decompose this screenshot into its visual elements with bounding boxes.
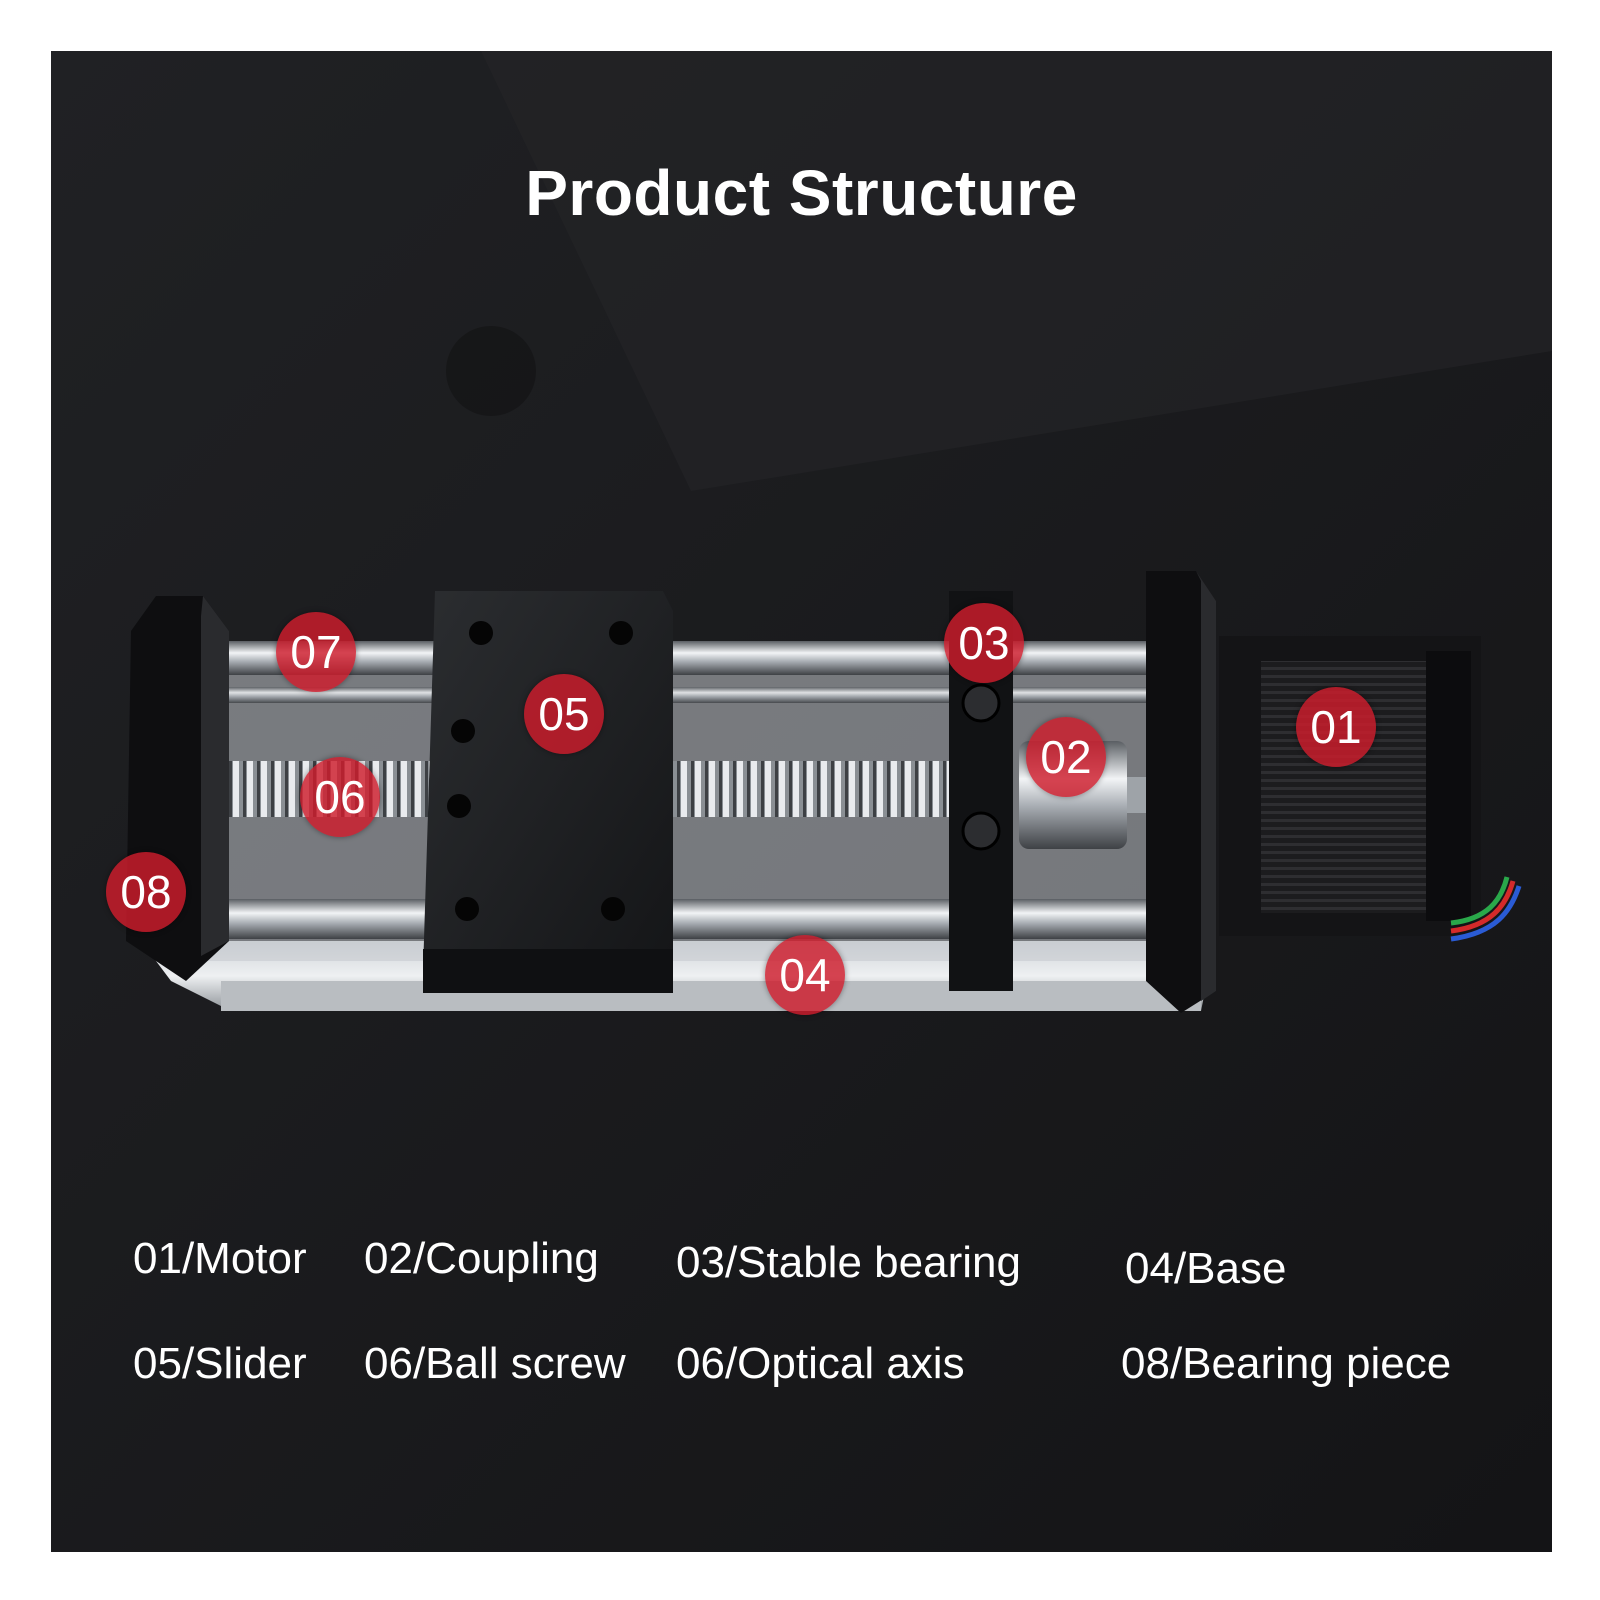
ball-screw-right (663, 761, 963, 817)
product-panel: Product Structure 01 02 03 04 05 06 07 0… (51, 51, 1552, 1552)
slider-base (423, 949, 673, 993)
callout-03-badge: 03 (944, 603, 1024, 683)
slider-hole (609, 621, 633, 645)
legend-item-base: 04/Base (1125, 1244, 1287, 1293)
background-hole (446, 326, 536, 416)
motor-wire-green (1450, 876, 1510, 926)
legend-item-slider: 05/Slider (133, 1339, 307, 1388)
left-end-plate-side (201, 596, 229, 956)
motor-end-cap (1426, 651, 1471, 921)
callout-04-badge: 04 (765, 935, 845, 1015)
legend-item-motor: 01/Motor (133, 1234, 307, 1283)
bearing-screw (961, 683, 1001, 723)
slider-hole (469, 621, 493, 645)
callout-06-badge: 06 (300, 757, 380, 837)
legend-item-optical-axis: 06/Optical axis (676, 1339, 965, 1388)
optical-axis-upper-back (191, 687, 1161, 703)
callout-05-badge: 05 (524, 674, 604, 754)
callout-08-badge: 08 (106, 852, 186, 932)
background-shadow (481, 51, 1552, 491)
right-end-plate (1146, 571, 1216, 1013)
legend-item-coupling: 02/Coupling (364, 1234, 599, 1283)
motor-wire-red (1450, 880, 1516, 934)
slider-hole (455, 897, 479, 921)
slider-hole (601, 897, 625, 921)
slider-block (423, 591, 673, 993)
callout-01-badge: 01 (1296, 687, 1376, 767)
linear-stage-illustration (51, 51, 1552, 1552)
motor-wire-blue (1450, 885, 1522, 942)
right-end-plate-side (1196, 571, 1216, 1001)
legend-item-stable-bearing: 03/Stable bearing (676, 1238, 1021, 1287)
legend-item-bearing-piece: 08/Bearing piece (1121, 1339, 1452, 1388)
base-front (221, 981, 1201, 1011)
page-title: Product Structure (525, 157, 1078, 229)
callout-02-badge: 02 (1026, 717, 1106, 797)
bearing-screw (961, 811, 1001, 851)
slider-hole (451, 719, 475, 743)
legend-item-ball-screw: 06/Ball screw (364, 1339, 626, 1388)
slider-hole (447, 794, 471, 818)
callout-07-badge: 07 (276, 612, 356, 692)
